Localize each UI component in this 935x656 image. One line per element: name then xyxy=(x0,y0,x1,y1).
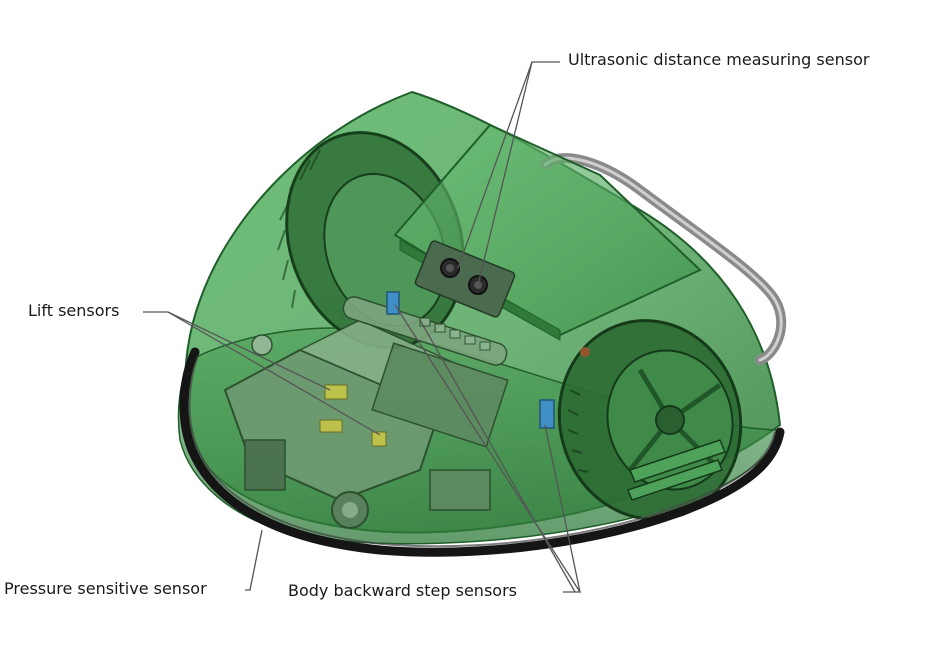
bumper-ring xyxy=(179,347,785,557)
step-sensor-left xyxy=(386,291,400,315)
leader-pressure xyxy=(245,529,263,591)
front-wheel xyxy=(557,319,743,521)
top-sensor-panel xyxy=(393,123,702,341)
lift-sensors-label: Lift sensors xyxy=(28,301,120,320)
leader-lines xyxy=(143,61,582,593)
backward-step-sensors-label: Body backward step sensors xyxy=(288,581,517,600)
ultrasonic-sensor-label: Ultrasonic distance measuring sensor xyxy=(568,50,870,69)
pressure-sensor-label: Pressure sensitive sensor xyxy=(4,579,207,598)
step-sensor-right xyxy=(539,399,555,429)
internal-chassis xyxy=(223,291,590,529)
